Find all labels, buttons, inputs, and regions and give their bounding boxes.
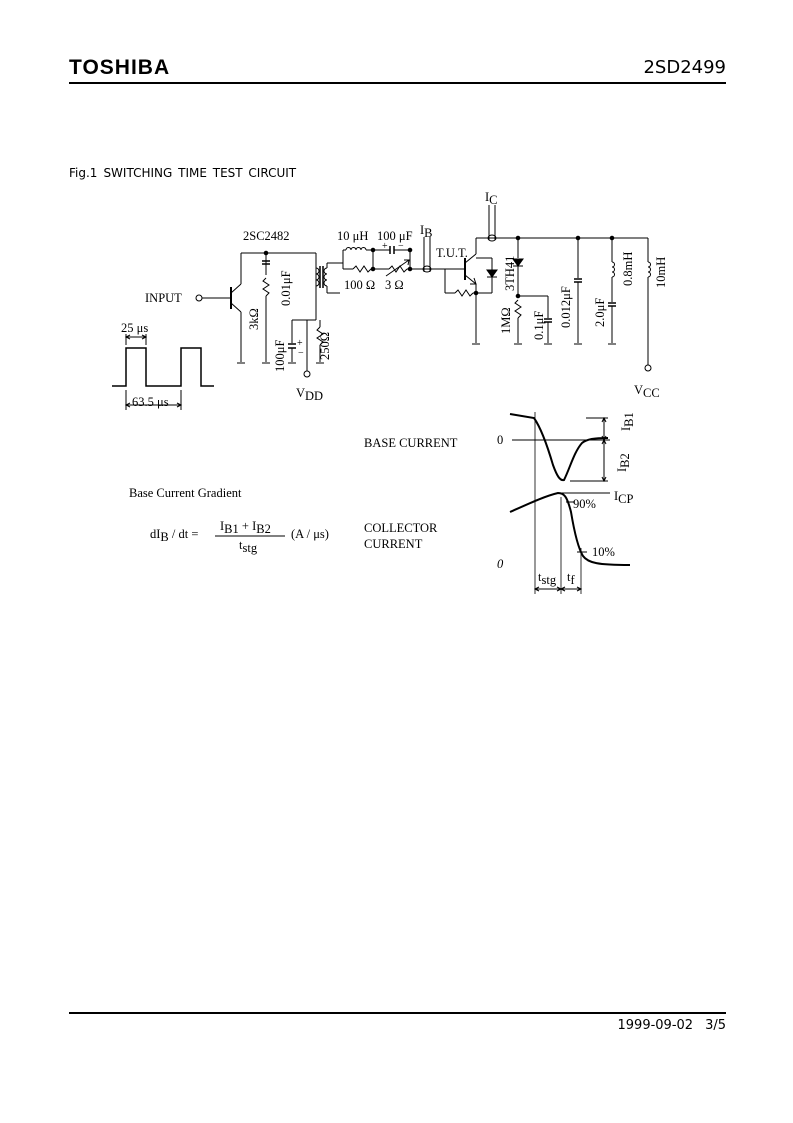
pulse-period-label: 63.5 μs	[132, 395, 169, 409]
l-10m-label: 10mH	[654, 257, 668, 288]
timing-dimensions	[533, 412, 583, 594]
vcc-label: VCC	[634, 383, 660, 400]
l-08m-branch	[608, 238, 616, 345]
input-terminal	[195, 294, 203, 302]
vdd-label: VDD	[296, 386, 323, 403]
svg-text:+: +	[297, 338, 303, 349]
ib-label: IB	[420, 223, 433, 240]
ib2-label: IB2	[615, 453, 632, 472]
footer-date: 1999-09-02	[617, 1018, 694, 1033]
diode-label: 3TH41	[503, 256, 517, 291]
r-1m-label: 1MΩ	[499, 307, 513, 334]
base-current-trace	[509, 413, 609, 482]
ib-current-probe	[422, 237, 432, 273]
gradient-unit: (A / μs)	[291, 527, 329, 541]
footer-page: 3/5	[705, 1018, 726, 1033]
l-08m-label: 0.8mH	[621, 252, 635, 286]
tf-label: tf	[567, 570, 575, 587]
figure-label: Fig.1	[69, 166, 98, 180]
pulse-transformer	[315, 253, 343, 320]
transistor-under-test	[444, 237, 498, 345]
c-0012-label: 0.012μF	[559, 286, 573, 328]
figure-title: Fig.1 SWITCHING TIME TEST CIRCUIT	[69, 166, 302, 180]
r-100-label: 100 Ω	[344, 278, 375, 292]
page-footer: 1999-09-02 3/5	[69, 1012, 726, 1033]
p90-label: 90%	[573, 497, 596, 511]
gradient-title: Base Current Gradient	[129, 486, 242, 500]
c-100-label: 100μF	[273, 340, 287, 372]
l-10m-branch	[644, 238, 652, 372]
input-pulse-waveform	[112, 334, 214, 410]
footer-text: 1999-09-02 3/5	[606, 1018, 726, 1033]
snubber-diode-branch	[512, 238, 552, 345]
r-3k-label: 3kΩ	[247, 308, 261, 330]
vcc-terminal	[644, 364, 652, 372]
ic-current-probe	[487, 205, 497, 242]
ic-label: IC	[485, 190, 498, 207]
collector-zero-label: 0	[497, 557, 504, 571]
c-001-label: 0.01μF	[279, 270, 293, 306]
gradient-numerator: IB1 + IB2	[220, 519, 271, 536]
tstg-label: tstg	[538, 570, 557, 587]
svg-text:+: +	[382, 241, 388, 252]
svg-text:−: −	[298, 348, 304, 359]
collector-current-label-2: CURRENT	[364, 537, 423, 551]
part-number: 2SD2499	[643, 57, 726, 78]
l-10u-label: 10 μH	[337, 229, 368, 243]
collector-current-label-1: COLLECTOR	[364, 521, 438, 535]
figure-title-text: SWITCHING TIME TEST CIRCUIT	[103, 166, 297, 180]
r-3-label: 3 Ω	[385, 278, 404, 292]
c-0012-branch	[574, 238, 582, 345]
gradient-lhs: dIB / dt =	[150, 527, 198, 544]
brand-logo: TOSHIBA	[69, 56, 171, 79]
collector-current-trace	[509, 491, 631, 566]
base-drive-network	[342, 246, 445, 277]
vdd-branch	[288, 319, 324, 378]
driver-transistor-label: 2SC2482	[243, 229, 290, 243]
ib-dimension	[570, 416, 608, 483]
pulse-width-label: 25 μs	[121, 321, 148, 335]
input-label: INPUT	[145, 291, 182, 305]
gradient-denominator: tstg	[239, 538, 258, 555]
driver-transistor	[202, 253, 245, 364]
page-header: TOSHIBA 2SD2499	[69, 56, 726, 84]
c-20-label: 2.0μF	[593, 298, 607, 327]
c-100u-label: 100 μF	[377, 229, 413, 243]
icp-label: ICP	[614, 489, 634, 506]
ib1-label: IB1	[619, 412, 636, 431]
r-250-label: 250Ω	[318, 332, 332, 360]
base-zero-label: 0	[497, 433, 503, 447]
tut-label: T.U.T.	[436, 246, 468, 260]
p10-label: 10%	[592, 545, 615, 559]
c-01-label: 0.1μF	[532, 311, 546, 340]
base-current-label: BASE CURRENT	[364, 436, 458, 450]
svg-text:−: −	[398, 241, 404, 252]
r-3k	[262, 253, 270, 364]
